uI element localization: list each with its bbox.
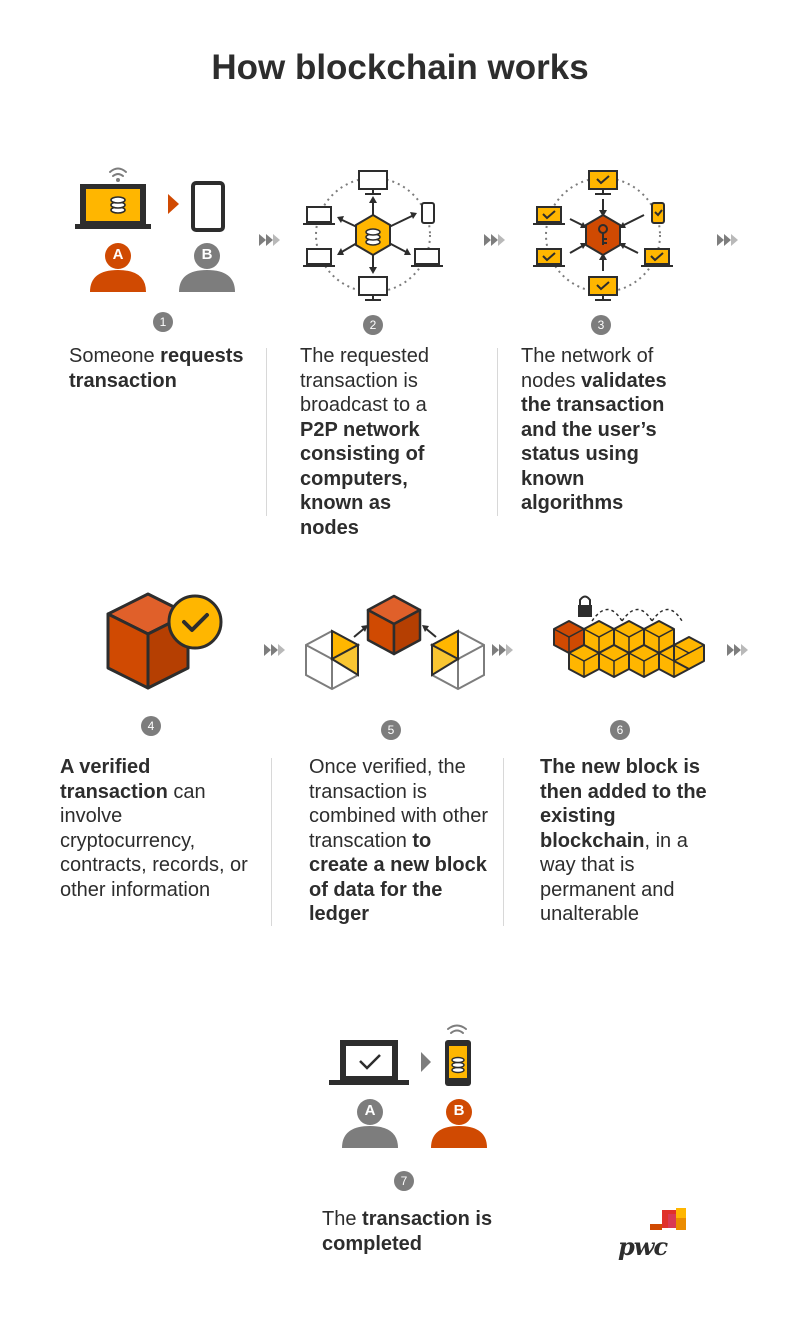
transaction-completed-icon	[329, 1024, 487, 1148]
chevron-arrows-icon	[484, 234, 505, 246]
step-4-description: A verified transaction can involve crypt…	[60, 755, 255, 902]
column-divider	[497, 348, 498, 516]
p2p-network-icon	[303, 170, 443, 301]
column-divider	[266, 348, 267, 516]
chevron-arrows-icon	[264, 644, 285, 656]
emphasis-text: requests transaction	[69, 345, 244, 392]
node-validation-icon	[533, 170, 673, 301]
emphasis-text: P2P network consisting of computers, kno…	[300, 418, 425, 539]
step-2-description: The requested transaction is broadcast t…	[300, 344, 450, 540]
emphasis-text: The new block is then added to the exist…	[540, 756, 707, 852]
emphasis-text: to create a new block of data for the le…	[309, 829, 487, 926]
step-1-description: Someone requests transaction	[69, 344, 249, 393]
column-divider	[503, 758, 504, 926]
user-a-label: A	[364, 1102, 376, 1119]
step-number-badge: 4	[141, 716, 161, 736]
step-number-badge: 2	[363, 315, 383, 335]
request-transaction-icon	[75, 167, 235, 292]
user-a-label: A	[112, 246, 124, 263]
step-3-description: The network of nodes validates the trans…	[521, 344, 691, 516]
step-number-badge: 1	[153, 312, 173, 332]
chevron-arrows-icon	[727, 644, 748, 656]
blockchain-icon	[553, 595, 705, 678]
pwc-logo-text: pwc	[618, 1232, 668, 1261]
body-text: The network of nodes	[521, 345, 654, 392]
body-text: The	[322, 1208, 363, 1230]
new-block-icon	[305, 594, 485, 691]
body-text: Once verified, the transaction is combin…	[309, 756, 488, 852]
emphasis-text: A verified transaction	[60, 756, 168, 803]
step-number-badge: 3	[591, 315, 611, 335]
body-text: Someone	[69, 345, 161, 367]
user-b-label: B	[201, 246, 213, 263]
body-text: The requested transaction is broadcast t…	[300, 345, 429, 416]
body-text: , in a way that is permanent and unalter…	[540, 829, 688, 926]
chevron-arrows-icon	[492, 644, 513, 656]
step-number-badge: 6	[610, 720, 630, 740]
user-b-label: B	[453, 1102, 465, 1119]
step-5-description: Once verified, the transaction is combin…	[309, 755, 489, 927]
step-number-badge: 7	[394, 1171, 414, 1191]
step-number-badge: 5	[381, 720, 401, 740]
chevron-arrows-icon	[259, 234, 280, 246]
verified-block-icon	[106, 592, 223, 690]
step-6-description: The new block is then added to the exist…	[540, 755, 715, 927]
pwc-logo	[650, 1208, 686, 1230]
chevron-arrows-icon	[717, 234, 738, 246]
page-title: How blockchain works	[211, 48, 589, 87]
emphasis-text: transaction is completed	[322, 1208, 493, 1255]
emphasis-text: validates the transaction and the user’s…	[521, 369, 667, 515]
column-divider	[271, 758, 272, 926]
body-text: can involve cryptocurrency, contracts, r…	[60, 780, 248, 901]
step-7-description: The transaction is completed	[322, 1207, 502, 1256]
